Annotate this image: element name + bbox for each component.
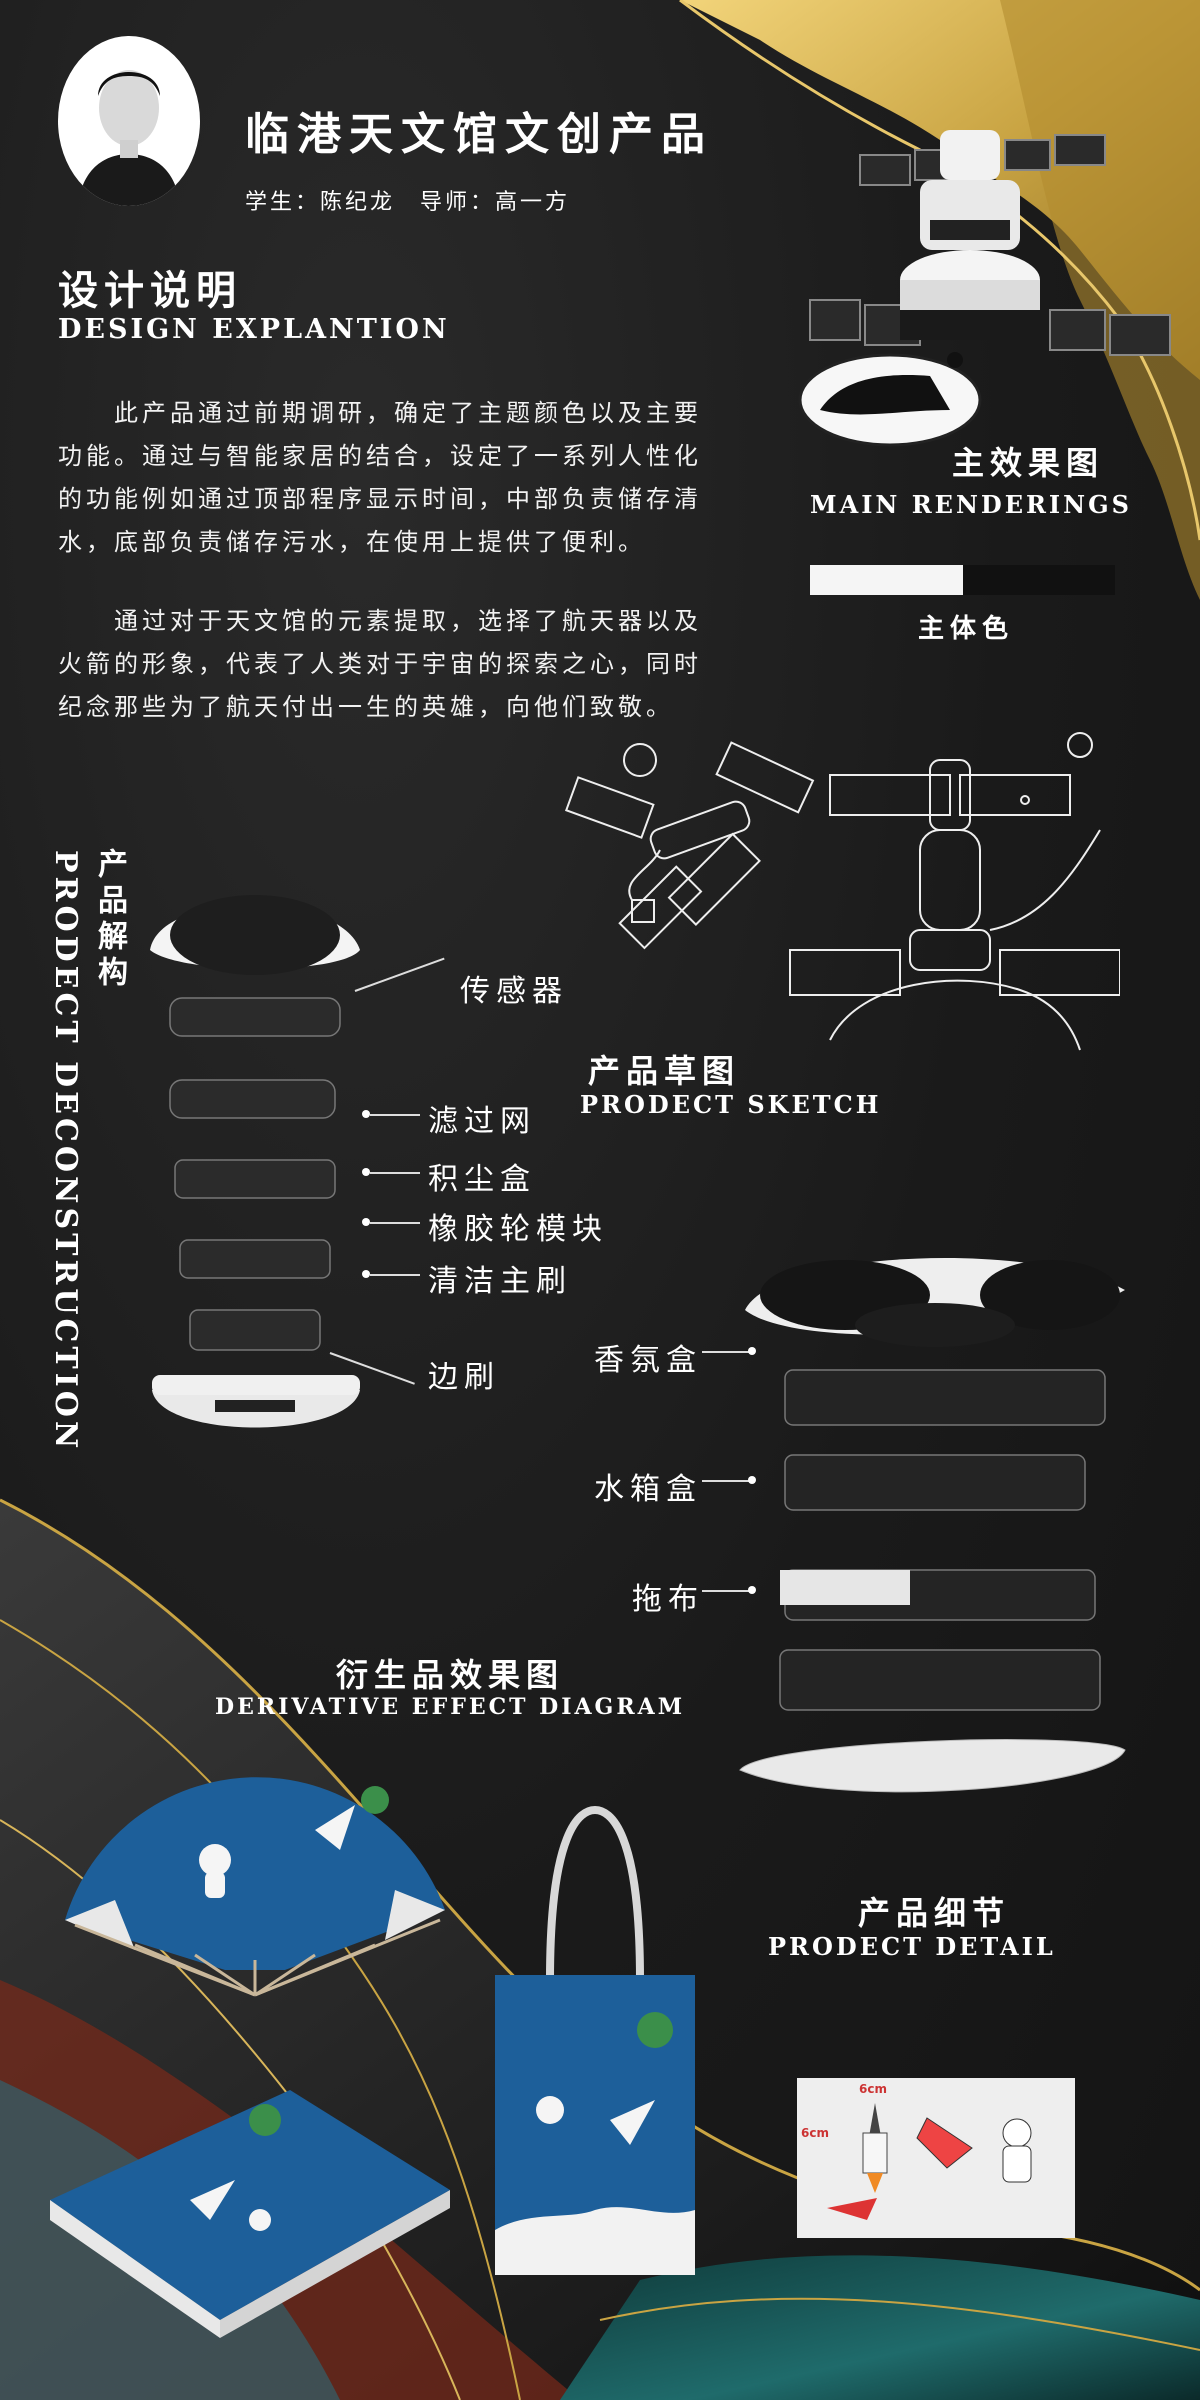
product-sketch-image [564, 732, 1120, 1051]
design-paragraph-2: 通过对于天文馆的元素提取，选择了航天器以及火箭的形象，代表了人类对于宇宙的探索之… [58, 607, 702, 721]
deconstruction-image [150, 895, 360, 1428]
label-water-tank: 水箱盒 [594, 1472, 702, 1507]
connector-dot [362, 1168, 370, 1176]
color-swatch-black [962, 565, 1115, 595]
connector-line [370, 1222, 420, 1224]
sketch-title-en: PRODECT SKETCH [580, 1090, 882, 1119]
color-label: 主体色 [918, 614, 1015, 644]
dimension-width: 6cm [859, 2082, 887, 2096]
deconstruction-title-en: PRODECT DECONSTRUCTION [48, 850, 83, 1453]
sketch-title-cn: 产品草图 [588, 1052, 741, 1090]
label-side-brush: 边刷 [428, 1360, 500, 1395]
connector-dot [748, 1476, 756, 1484]
connector-line [702, 1351, 750, 1353]
derivative-title-en: DERIVATIVE EFFECT DIAGRAM [215, 1694, 686, 1720]
design-title-cn: 设计说明 [58, 267, 242, 314]
label-aroma-box: 香氛盒 [594, 1343, 702, 1378]
deconstruction-title-cn: 产品解构 [92, 848, 127, 992]
connector-line [370, 1172, 420, 1174]
tote-bag-image [495, 1805, 695, 2275]
connector-dot [748, 1347, 756, 1355]
sticker-art [827, 2103, 1032, 2220]
connector-dot [362, 1110, 370, 1118]
design-paragraph-1: 此产品通过前期调研，确定了主题颜色以及主要功能。通过与智能家居的结合，设定了一系… [58, 399, 702, 556]
sticker-sheet: 6cm 6cm [797, 2078, 1075, 2238]
connector-line [370, 1114, 420, 1116]
detail-exploded-image [739, 1257, 1126, 1793]
label-wheel-module: 橡胶轮模块 [428, 1212, 608, 1247]
connector-line [370, 1274, 420, 1276]
label-filter: 滤过网 [428, 1104, 536, 1139]
connector-line [702, 1480, 750, 1482]
color-swatch-bar [810, 565, 1115, 595]
page-title: 临港天文馆文创产品 [245, 109, 713, 160]
connector-line [702, 1590, 750, 1592]
connector-dot [748, 1586, 756, 1594]
notebook-image [50, 2090, 450, 2338]
connector-dot [362, 1218, 370, 1226]
label-sensor: 传感器 [460, 974, 568, 1009]
design-title-en: DESIGN EXPLANTION [58, 314, 450, 345]
detail-title-en: PRODECT DETAIL [768, 1932, 1056, 1961]
dimension-height: 6cm [801, 2126, 829, 2140]
rendering-title-cn: 主效果图 [952, 444, 1105, 482]
main-rendering-image [798, 130, 1171, 447]
fan-image [65, 1777, 445, 1997]
label-mop: 拖布 [632, 1582, 704, 1617]
connector-dot [362, 1270, 370, 1278]
derivative-title-cn: 衍生品效果图 [336, 1656, 565, 1694]
credits-text: 学生：陈纪龙 导师：高一方 [245, 190, 571, 215]
rendering-title-en: MAIN RENDERINGS [810, 490, 1132, 519]
color-swatch-white [810, 565, 963, 595]
label-dust-box: 积尘盒 [428, 1162, 536, 1197]
detail-title-cn: 产品细节 [858, 1894, 1011, 1932]
label-main-brush: 清洁主刷 [428, 1264, 572, 1299]
avatar [58, 36, 200, 206]
